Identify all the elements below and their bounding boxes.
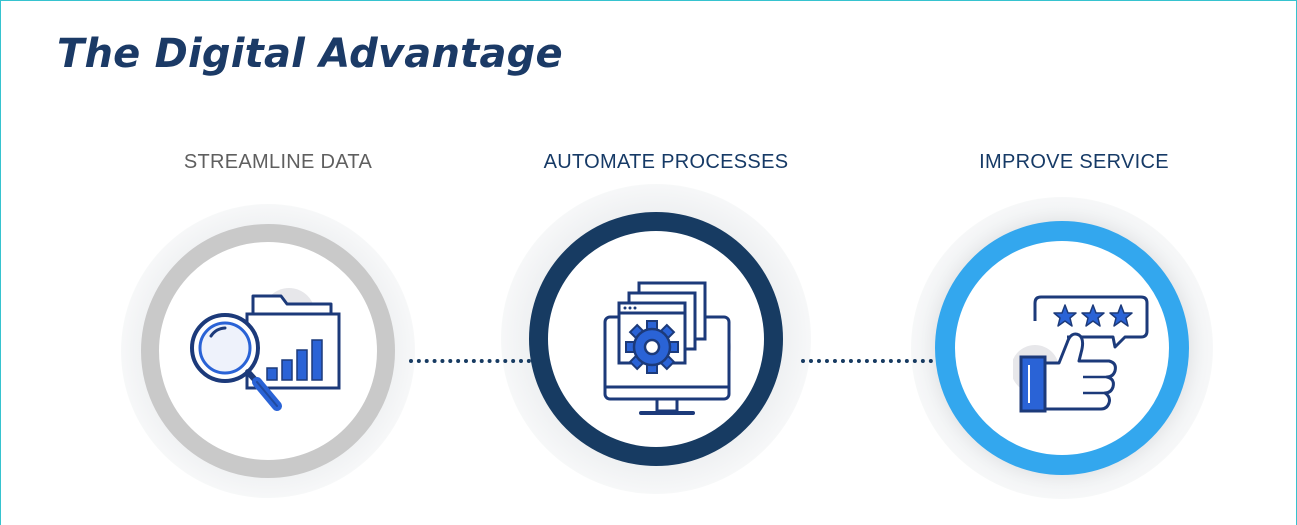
slide-title: The Digital Advantage xyxy=(57,31,563,77)
thumbs-up-stars-icon xyxy=(1013,295,1149,413)
dotted-connector xyxy=(409,359,531,363)
magnifier-bar-chart-icon xyxy=(190,288,341,411)
step-label-streamline-data: STREAMLINE DATA xyxy=(183,151,373,173)
monitor-gear-icon xyxy=(603,281,731,415)
dotted-connector xyxy=(801,359,941,363)
step-label-automate-processes: AUTOMATE PROCESSES xyxy=(543,151,789,173)
step-label-improve-service: IMPROVE SERVICE xyxy=(979,151,1169,173)
